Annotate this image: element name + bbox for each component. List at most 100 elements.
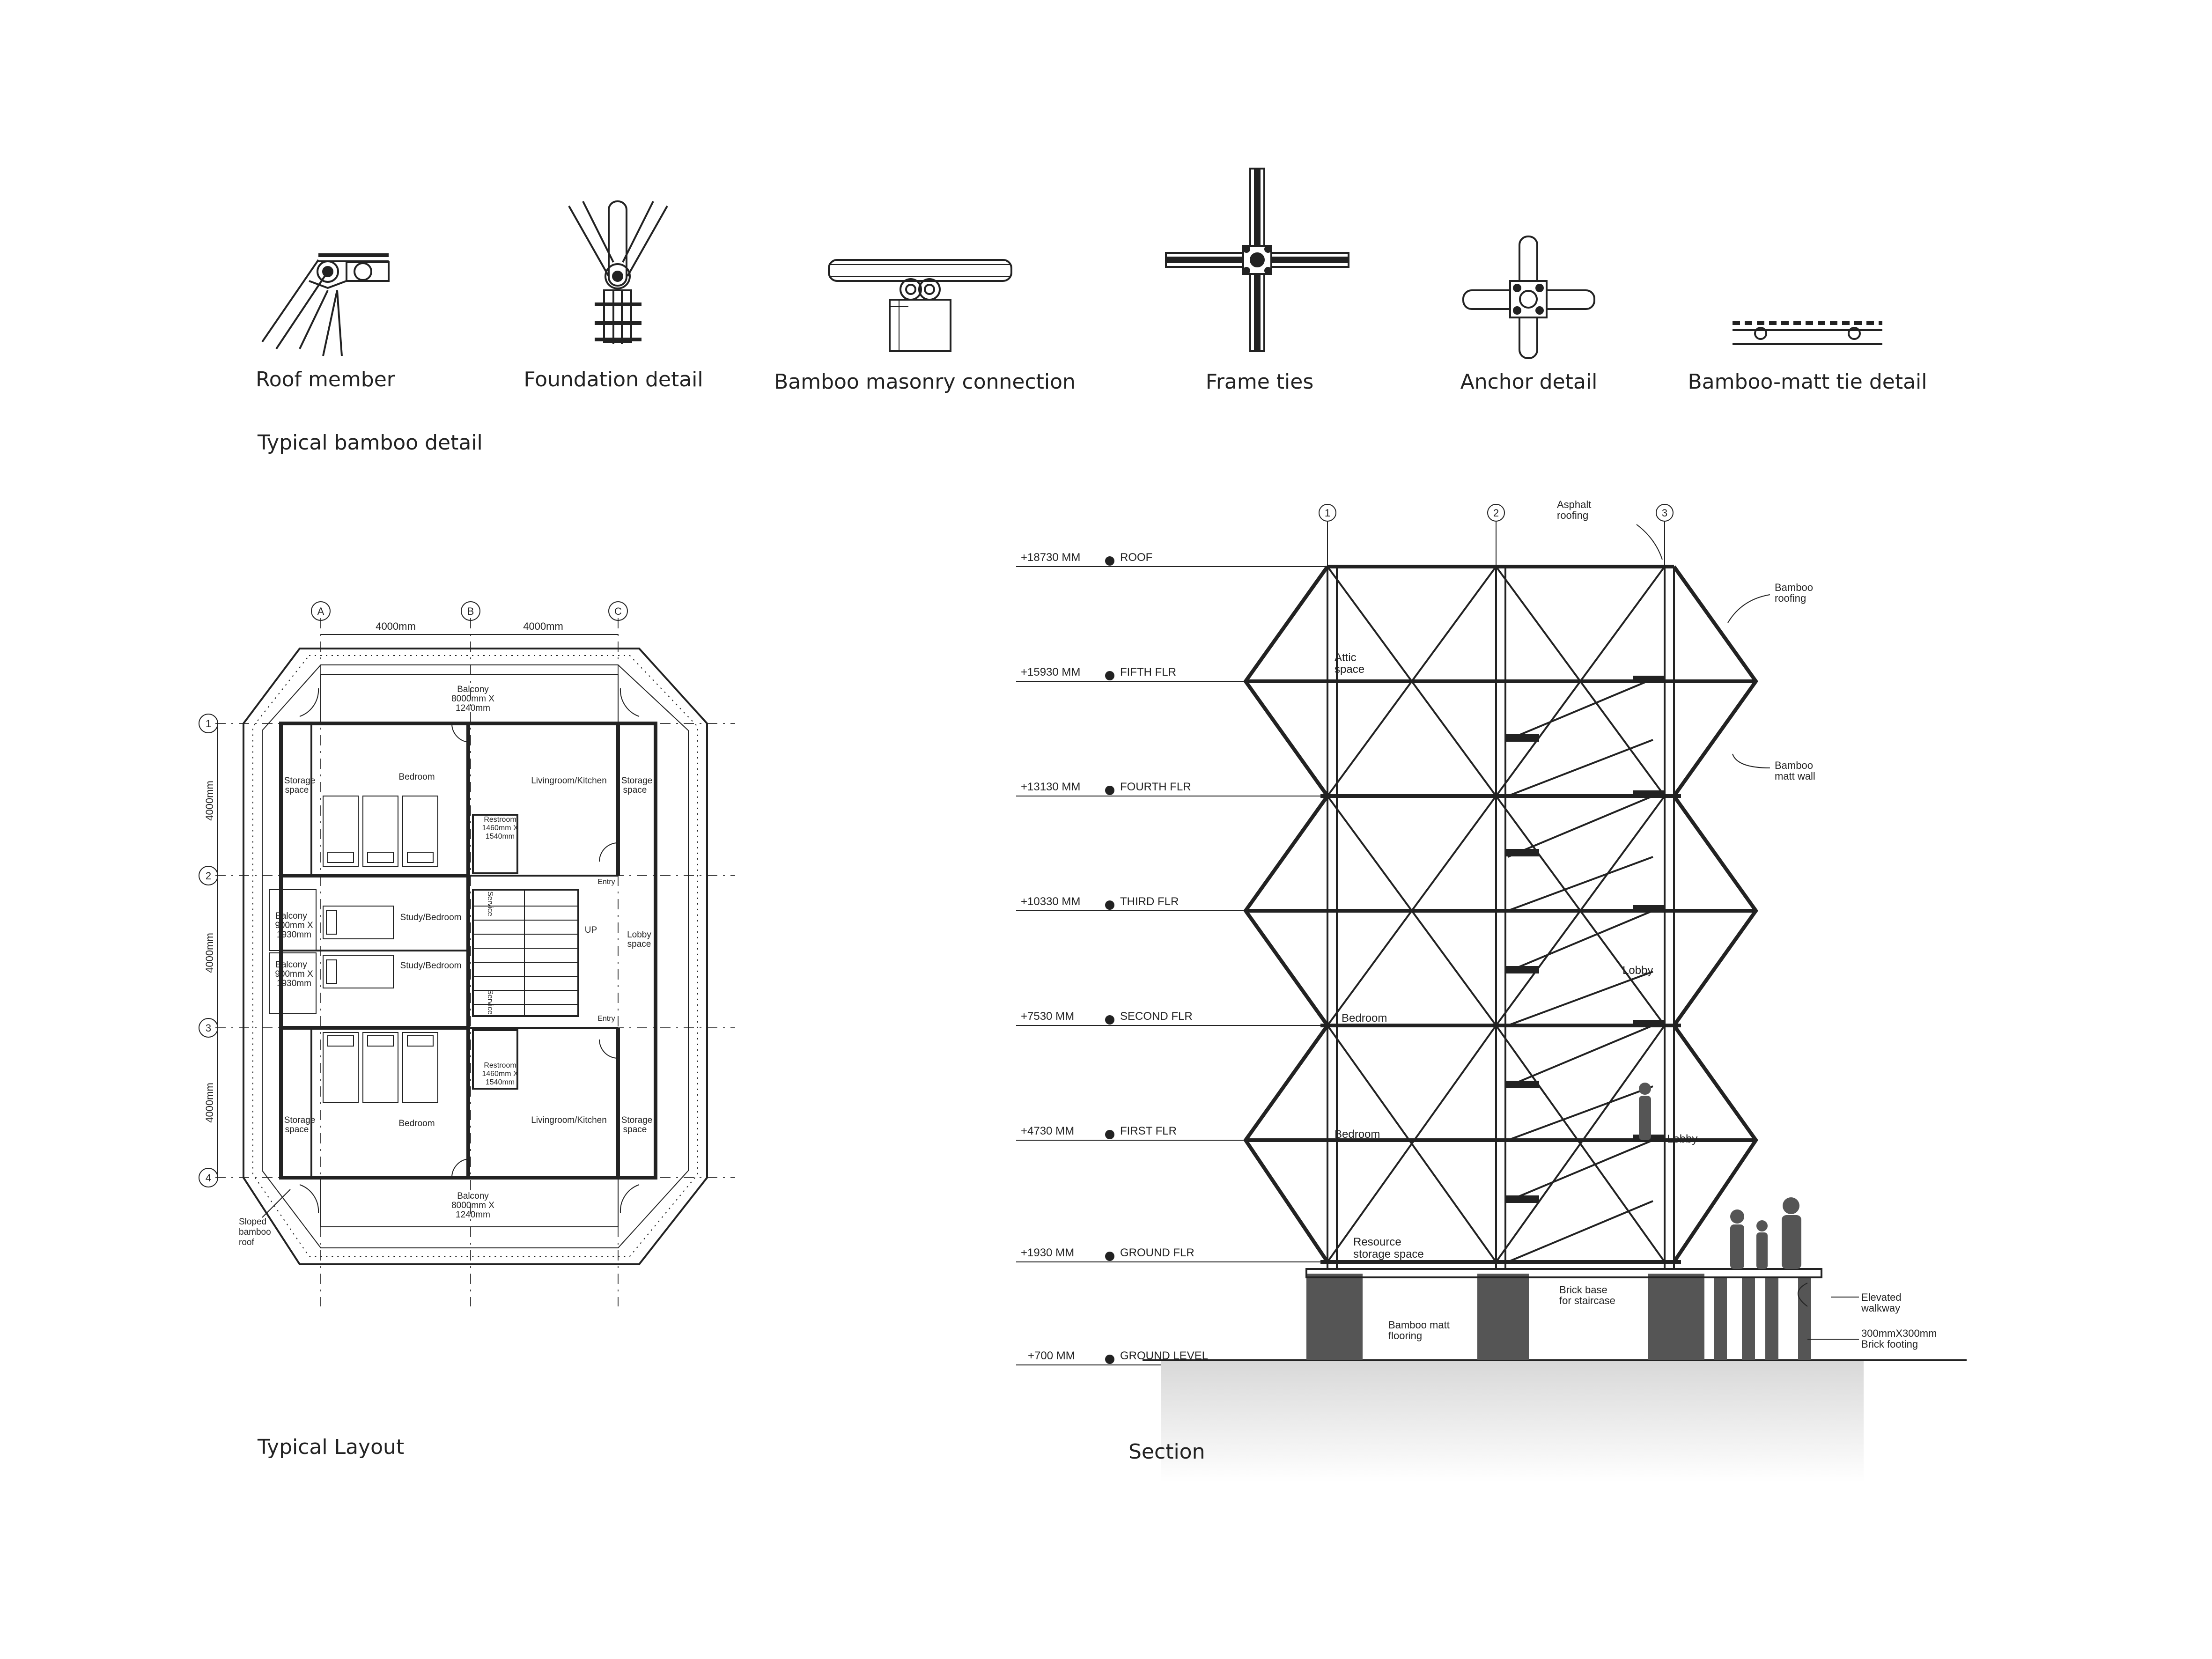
brick-footing-callout2: Brick footing (1861, 1338, 1918, 1350)
dim-vertical-1: 4000mm (204, 781, 215, 821)
dim-vertical-2: 4000mm (204, 933, 215, 973)
study-bedroom-1-label: Study/Bedroom (400, 913, 462, 922)
restroom-top-label: Restroom (484, 816, 516, 824)
level-first-elev: +4730 MM (1021, 1125, 1074, 1137)
balcony-bottom-dim1: 8000mm X (451, 1201, 494, 1210)
level-roof-name: ROOF (1120, 551, 1152, 564)
typical-layout-plan: A B C 1 2 3 4 4000mm 4000mm 4000mm 4000m… (199, 601, 735, 1459)
stair-up-label: UP (585, 925, 597, 935)
detail-label-foundation: Foundation detail (524, 368, 703, 391)
level-ground-elev: +1930 MM (1021, 1246, 1074, 1259)
section-grid-2: 2 (1493, 507, 1499, 519)
elevated-walkway-callout2: walkway (1861, 1302, 1900, 1314)
detail-label-masonry: Bamboo masonry connection (774, 370, 1076, 394)
balcony-left1-label: Balcony (275, 911, 307, 921)
dim-horizontal-2: 4000mm (523, 620, 563, 632)
section-grid-1: 1 (1325, 507, 1330, 519)
bamboo-matt-wall-callout: Bamboo (1775, 759, 1813, 771)
frame-ties-detail (1165, 168, 1349, 352)
level-ground-name: GROUND FLR (1120, 1246, 1194, 1259)
storage-bl-label: Storage (284, 1115, 316, 1125)
roof-hatch (252, 655, 698, 1257)
lobby-lower-label: Lobby (1667, 1133, 1697, 1145)
grid-col-c: C (614, 605, 622, 617)
brick-base-callout: Brick base (1559, 1284, 1607, 1296)
level-roof-elev: +18730 MM (1021, 551, 1080, 564)
level-ground-level-elev: +700 MM (1028, 1349, 1075, 1362)
bamboo-matt-flooring-callout: Bamboo matt (1388, 1319, 1450, 1331)
entry-top-label: Entry (597, 878, 615, 886)
bedroom-bottom-label: Bedroom (398, 1119, 435, 1128)
roof-member-detail (261, 253, 390, 356)
study-bedroom-2-label: Study/Bedroom (400, 961, 462, 971)
living-top-label: Livingroom/Kitchen (531, 776, 607, 786)
dim-horizontal-1: 4000mm (376, 620, 416, 632)
storage-tr-label: Storage (621, 776, 653, 786)
bedroom-2-label: Bedroom (1342, 1012, 1387, 1025)
grid-row-1: 1 (206, 718, 211, 730)
restroom-top-dim2: 1540mm (486, 833, 515, 841)
attic-label: Attic (1335, 651, 1357, 664)
level-fifth-name: FIFTH FLR (1120, 666, 1176, 678)
frame-outer-profile (1243, 565, 1758, 1263)
storage-br-label2: space (623, 1125, 647, 1135)
lobby-label: Lobby (627, 930, 651, 940)
level-lines (1016, 566, 1339, 1365)
building-section: +18730 MM ROOF +15930 MM FIFTH FLR +1313… (1016, 499, 1967, 1482)
anchor-detail (1462, 236, 1595, 359)
foundation-detail (568, 200, 668, 344)
frame-columns (1327, 567, 1675, 1269)
balcony-left2-dim1: 900mm X (275, 969, 313, 979)
balcony-top-dim2: 1240mm (456, 703, 490, 713)
dim-vertical-3: 4000mm (204, 1083, 215, 1123)
detail-label-roof-member: Roof member (256, 368, 396, 391)
balcony-bottom-label: Balcony (457, 1191, 489, 1201)
bedroom-1-label: Bedroom (1335, 1128, 1380, 1141)
restroom-bottom-label: Restroom (484, 1062, 516, 1069)
balcony-left1-dim2: 1930mm (277, 930, 311, 940)
frame-bracing (1327, 566, 1666, 1263)
resource-label2: storage space (1353, 1248, 1424, 1261)
grid-col-b: B (467, 605, 474, 617)
asphalt-roofing-callout2: roofing (1557, 509, 1588, 521)
details-section-title: Typical bamboo detail (257, 431, 483, 455)
lobby-label2: space (627, 939, 651, 949)
bedroom-top-label: Bedroom (398, 772, 435, 782)
level-third-elev: +10330 MM (1021, 895, 1080, 908)
bamboo-matt-tie-detail (1733, 321, 1882, 345)
bamboo-roofing-callout: Bamboo (1775, 582, 1813, 593)
level-markers (1105, 556, 1114, 1364)
sloped-roof-note-3: roof (239, 1238, 254, 1247)
section-grid-3: 3 (1662, 507, 1667, 519)
detail-label-matt-tie: Bamboo-matt tie detail (1688, 370, 1927, 394)
balcony-bottom-dim2: 1240mm (456, 1210, 490, 1220)
storage-tl-label2: space (285, 785, 309, 795)
restroom-top-dim1: 1460mm X (482, 824, 518, 832)
storage-bl-label2: space (285, 1125, 309, 1135)
entry-bottom-label: Entry (597, 1015, 615, 1023)
service-top-label: Service (486, 891, 494, 916)
attic-label2: space (1335, 663, 1364, 676)
level-fourth-name: FOURTH FLR (1120, 781, 1191, 793)
grid-col-a: A (317, 605, 324, 617)
detail-label-anchor: Anchor detail (1460, 370, 1598, 394)
storage-tl-label: Storage (284, 776, 316, 786)
frame-floors (1246, 679, 1756, 1264)
resource-label: Resource (1353, 1236, 1401, 1248)
section-title: Section (1128, 1440, 1205, 1464)
level-first-name: FIRST FLR (1120, 1125, 1177, 1137)
level-second-elev: +7530 MM (1021, 1010, 1074, 1023)
grid-row-2: 2 (206, 870, 211, 882)
level-fifth-elev: +15930 MM (1021, 666, 1080, 678)
balcony-left2-label: Balcony (275, 960, 307, 970)
lobby-upper-label: Lobby (1622, 964, 1653, 977)
grid-row-4: 4 (206, 1172, 211, 1184)
balcony-left1-dim1: 900mm X (275, 921, 313, 930)
ground-shading (1161, 1360, 1864, 1482)
bamboo-roofing-callout2: roofing (1775, 592, 1806, 604)
restroom-bottom-dim1: 1460mm X (482, 1070, 518, 1078)
elevated-walkway-callout: Elevated (1861, 1291, 1902, 1303)
stair-treads (473, 906, 578, 1005)
balcony-left2-dim2: 1930mm (277, 979, 311, 988)
